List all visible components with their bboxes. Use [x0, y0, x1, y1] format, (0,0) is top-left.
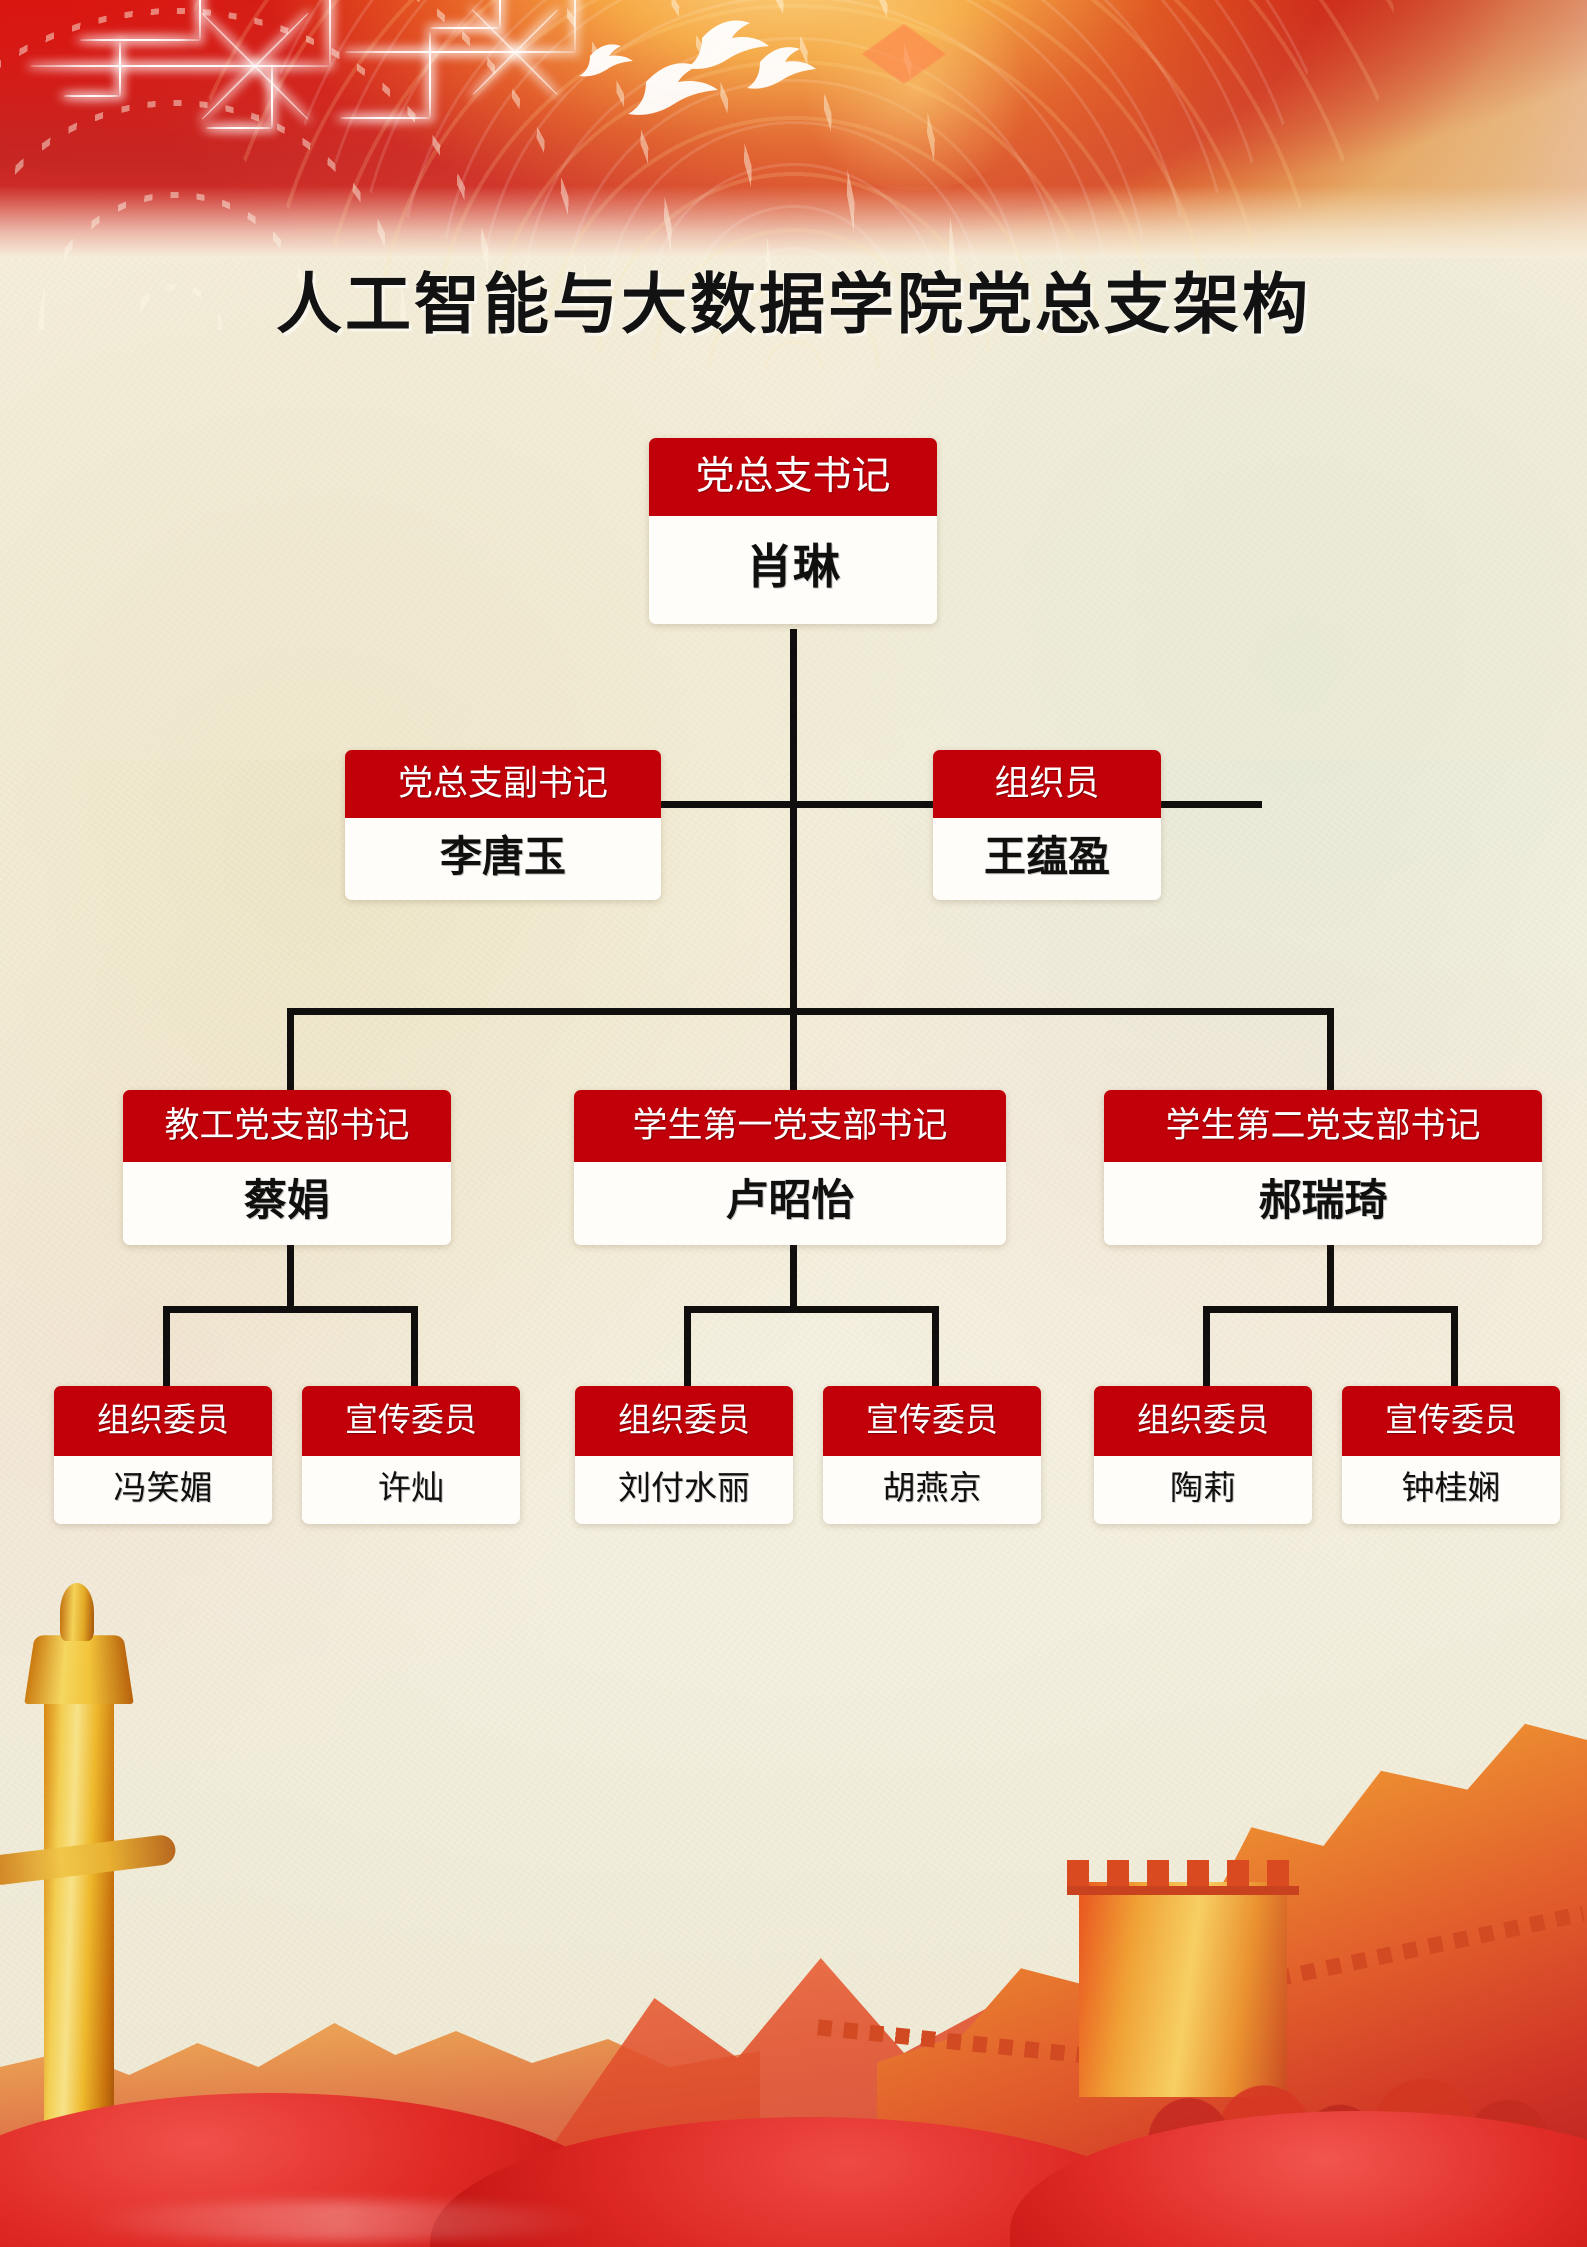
org-node-title: 组织委员 [1094, 1386, 1312, 1456]
connector-bus-group-student2 [1203, 1306, 1458, 1313]
org-node-member-6[interactable]: 宣传委员 钟桂娴 [1342, 1386, 1560, 1524]
connector-drop-member-4 [932, 1306, 939, 1386]
org-node-name: 刘付水丽 [575, 1456, 793, 1524]
org-node-title: 组织委员 [575, 1386, 793, 1456]
org-node-title: 组织员 [933, 750, 1161, 818]
org-node-secretary[interactable]: 党总支书记 肖琳 [649, 438, 937, 624]
org-node-member-5[interactable]: 组织委员 陶莉 [1094, 1386, 1312, 1524]
dove-flock [579, 20, 816, 115]
org-node-name: 蔡娟 [123, 1162, 451, 1245]
org-node-title: 党总支副书记 [345, 750, 661, 818]
page-title: 人工智能与大数据学院党总支架构 [276, 266, 1311, 343]
org-node-title: 教工党支部书记 [123, 1090, 451, 1162]
org-node-branch-staff[interactable]: 教工党支部书记 蔡娟 [123, 1090, 451, 1245]
connector-stem-group-student2 [1327, 1245, 1334, 1306]
org-node-branch-student2[interactable]: 学生第二党支部书记 郝瑞琦 [1104, 1090, 1542, 1245]
org-node-name: 肖琳 [649, 516, 937, 624]
connector-bus-group-student1 [684, 1306, 939, 1313]
org-node-name: 王蕴盈 [933, 818, 1161, 900]
connector-bus-group-staff [163, 1306, 418, 1313]
org-node-title: 宣传委员 [302, 1386, 520, 1456]
org-node-name: 钟桂娴 [1342, 1456, 1560, 1524]
org-node-member-3[interactable]: 组织委员 刘付水丽 [575, 1386, 793, 1524]
five-point-star-icon [862, 24, 946, 84]
connector-drop-member-6 [1451, 1306, 1458, 1386]
org-node-title: 学生第一党支部书记 [574, 1090, 1006, 1162]
connector-drop-branch-student2 [1327, 1008, 1334, 1090]
org-node-name: 李唐玉 [345, 818, 661, 900]
org-node-branch-student1[interactable]: 学生第一党支部书记 卢昭怡 [574, 1090, 1006, 1245]
org-node-title: 宣传委员 [823, 1386, 1041, 1456]
connector-trunk-main [790, 629, 797, 1011]
org-node-title: 党总支书记 [649, 438, 937, 516]
org-node-deputy-secretary[interactable]: 党总支副书记 李唐玉 [345, 750, 661, 900]
connector-drop-branch-student1 [790, 1008, 797, 1090]
connector-level3-bus [287, 1008, 1334, 1015]
org-node-title: 宣传委员 [1342, 1386, 1560, 1456]
org-node-title: 组织委员 [54, 1386, 272, 1456]
connector-drop-member-2 [411, 1306, 418, 1386]
org-node-name: 胡燕京 [823, 1456, 1041, 1524]
connector-drop-member-1 [163, 1306, 170, 1386]
connector-drop-member-3 [684, 1306, 691, 1386]
huabiao-column [0, 1583, 178, 2125]
org-node-name: 冯笑媚 [54, 1456, 272, 1524]
connector-stem-group-staff [287, 1245, 294, 1306]
connector-drop-member-5 [1203, 1306, 1210, 1386]
connector-drop-branch-staff [287, 1008, 294, 1090]
org-node-member-1[interactable]: 组织委员 冯笑媚 [54, 1386, 272, 1524]
connector-stem-group-student1 [790, 1245, 797, 1306]
org-node-name: 卢昭怡 [574, 1162, 1006, 1245]
org-node-name: 郝瑞琦 [1104, 1162, 1542, 1245]
org-node-member-2[interactable]: 宣传委员 许灿 [302, 1386, 520, 1524]
red-silk-ribbon [0, 2057, 1587, 2247]
org-node-member-4[interactable]: 宣传委员 胡燕京 [823, 1386, 1041, 1524]
org-node-title: 学生第二党支部书记 [1104, 1090, 1542, 1162]
org-node-name: 陶莉 [1094, 1456, 1312, 1524]
org-node-name: 许灿 [302, 1456, 520, 1524]
org-node-organizer[interactable]: 组织员 王蕴盈 [933, 750, 1161, 900]
